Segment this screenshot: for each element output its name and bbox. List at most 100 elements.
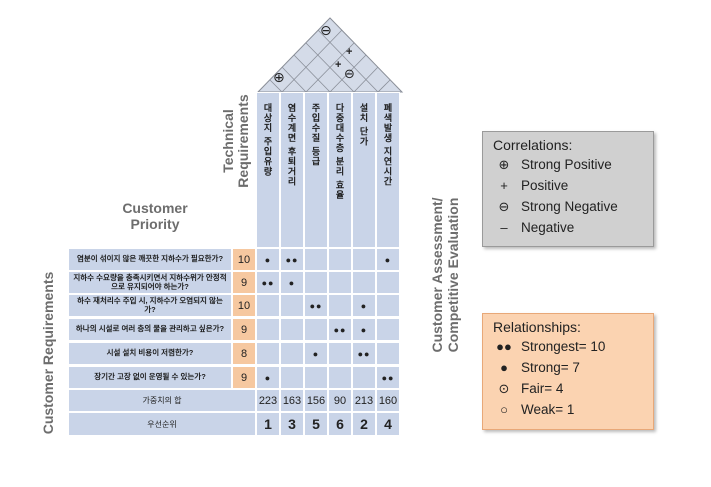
correlations-title: Correlations: — [493, 137, 573, 153]
relationship-cell — [376, 271, 400, 294]
correlation-label: Negative — [521, 220, 575, 235]
customer-requirement: 하수 재처리수 주입 시, 지하수가 오염되지 않는가? — [68, 294, 232, 317]
roof-strong-negative-icon: ⊖ — [320, 22, 332, 38]
weighted-sum-value: 90 — [328, 389, 352, 412]
weighted-sum-value: 223 — [256, 389, 280, 412]
technical-requirement-header: 폐색발생 지연시간 — [376, 92, 400, 248]
relationship-cell: ●● — [256, 271, 280, 294]
relationship-cell — [256, 318, 280, 341]
relationship-cell — [328, 342, 352, 365]
technical-requirements-title: Technical Requirements — [220, 94, 251, 188]
relationship-cell — [328, 366, 352, 389]
relationship-cell: ●● — [328, 318, 352, 341]
relationship-cell — [280, 366, 304, 389]
relationship-cell — [304, 271, 328, 294]
relationships-legend: Relationships: ●●Strongest= 10 ● Strong= 7… — [482, 313, 654, 430]
correlation-symbol-icon: – — [500, 220, 508, 235]
customer-priority-value: 9 — [232, 271, 256, 294]
relationship-cell: ● — [280, 271, 304, 294]
weighted-sum-value: 156 — [304, 389, 328, 412]
correlation-item: ⊕Strong Positive — [493, 154, 643, 175]
customer-requirement: 지하수 수요량을 충족시키면서 지하수위가 안정적으로 유지되어야 하는가? — [68, 271, 232, 294]
relationship-cell: ● — [376, 248, 400, 271]
relationship-cell — [280, 294, 304, 317]
relationship-cell — [304, 318, 328, 341]
weighted-sum-value: 163 — [280, 389, 304, 412]
roof-positive-icon: + — [346, 46, 353, 58]
correlation-symbol-icon: ⊕ — [498, 156, 510, 172]
relationship-cell — [352, 366, 376, 389]
relationship-item: ●●Strongest= 10 — [493, 336, 643, 357]
weighted-sum-value: 213 — [352, 389, 376, 412]
customer-priority-value: 8 — [232, 342, 256, 365]
relationship-cell — [304, 248, 328, 271]
relationship-cell — [352, 271, 376, 294]
relationship-cell: ● — [256, 366, 280, 389]
relationship-cell — [376, 294, 400, 317]
relationship-item: ○Weak= 1 — [493, 399, 643, 420]
technical-requirement-header: 염수계면 후퇴거리 — [280, 92, 304, 248]
relationship-cell — [328, 248, 352, 271]
relationship-cell: ●● — [280, 248, 304, 271]
weighted-sum-label: 가중치의 합 — [68, 389, 256, 412]
relationship-cell — [280, 342, 304, 365]
correlation-label: Strong Negative — [521, 199, 618, 214]
correlation-item: –Negative — [493, 217, 643, 238]
relationship-cell: ● — [256, 248, 280, 271]
relationship-cell: ●● — [304, 294, 328, 317]
relationship-item: ● Strong= 7 — [493, 357, 643, 378]
relationship-cell: ●● — [376, 366, 400, 389]
relationship-cell — [280, 318, 304, 341]
weighted-sum-value: 160 — [376, 389, 400, 412]
correlations-legend: Correlations: ⊕Strong Positive + Positive ⊖… — [482, 131, 654, 247]
relationship-item: ⊙ Fair= 4 — [493, 378, 643, 399]
relationship-cell: ●● — [352, 342, 376, 365]
relationship-label: Weak= 1 — [521, 402, 575, 417]
technical-requirement-label: 폐색발생 지연시간 — [382, 103, 393, 187]
rank-value: 1 — [256, 412, 280, 436]
correlation-item: + Positive — [493, 175, 643, 196]
technical-requirement-header: 대상지 주입유량 — [256, 92, 280, 248]
rank-label: 우선순위 — [68, 412, 256, 436]
customer-assessment-title: Customer Assessment/ Competitive Evaluat… — [429, 197, 461, 353]
relationship-cell — [328, 271, 352, 294]
roof-strong-negative-icon-2: ⊖ — [344, 66, 355, 81]
technical-requirement-label: 주입수질 등급 — [310, 103, 321, 167]
correlation-item: ⊖Strong Negative — [493, 196, 643, 217]
rank-value: 5 — [304, 412, 328, 436]
relationship-label: Strong= 7 — [521, 360, 580, 375]
technical-requirement-header: 다중대수층 분리 효율 — [328, 92, 352, 248]
relationship-cell — [376, 342, 400, 365]
relationship-cell — [352, 248, 376, 271]
correlation-symbol-icon: + — [500, 178, 508, 193]
correlation-label: Positive — [521, 178, 569, 193]
relationship-cell — [256, 294, 280, 317]
customer-requirement: 장기간 고장 없이 운영될 수 있는가? — [68, 366, 232, 389]
rank-value: 3 — [280, 412, 304, 436]
relationship-label: Fair= 4 — [521, 381, 564, 396]
rank-value: 2 — [352, 412, 376, 436]
rank-value: 6 — [328, 412, 352, 436]
rank-value: 4 — [376, 412, 400, 436]
technical-requirement-header: 설치 단가 — [352, 92, 376, 248]
relationship-symbol-icon: ● — [500, 360, 508, 375]
customer-priority-value: 9 — [232, 318, 256, 341]
relationship-symbol-icon: ⊙ — [498, 380, 510, 396]
relationship-cell — [328, 294, 352, 317]
relationship-label: Strongest= 10 — [521, 339, 606, 354]
customer-priority-value: 10 — [232, 248, 256, 271]
technical-requirement-label: 다중대수층 분리 효율 — [334, 103, 345, 201]
customer-requirements-title: Customer Requirements — [40, 271, 56, 435]
customer-requirement: 시설 설치 비용이 저렴한가? — [68, 342, 232, 365]
technical-requirement-label: 설치 단가 — [358, 103, 369, 147]
technical-requirement-label: 염수계면 후퇴거리 — [286, 103, 297, 187]
customer-priority-value: 10 — [232, 294, 256, 317]
relationship-cell — [304, 366, 328, 389]
customer-requirement: 염분이 섞이지 않은 깨끗한 지하수가 필요한가? — [68, 248, 232, 271]
roof-strong-positive-icon: ⊕ — [273, 69, 285, 85]
customer-priority-title: Customer Priority — [122, 200, 188, 232]
relationships-title: Relationships: — [493, 319, 581, 335]
relationship-cell — [256, 342, 280, 365]
technical-requirement-label: 대상지 주입유량 — [262, 103, 273, 177]
relationship-cell: ● — [304, 342, 328, 365]
